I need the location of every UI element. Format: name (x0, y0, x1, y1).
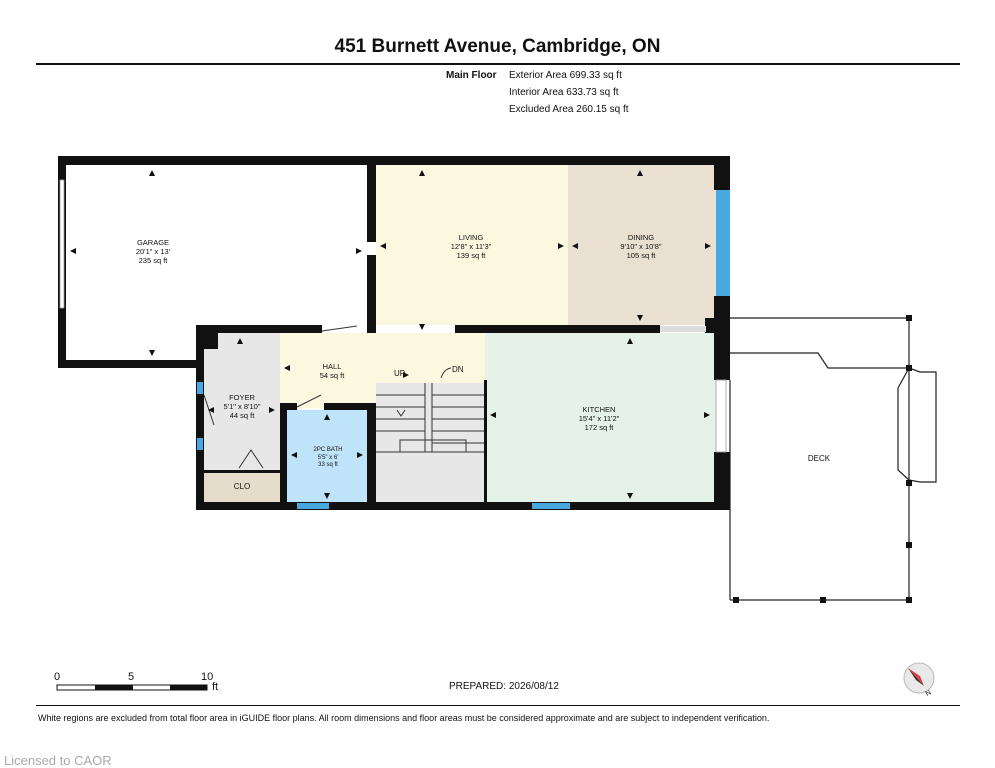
patio-door (715, 379, 727, 453)
footer-rule (36, 705, 960, 706)
hall-label: HALL 54 sq ft (310, 362, 354, 380)
garage-label: GARAGE 20'1" x 13' 235 sq ft (120, 238, 186, 265)
foyer-dims: 5'1" x 8'10" (223, 402, 261, 411)
kitchen-area: 172 sq ft (584, 423, 614, 432)
walls (58, 156, 730, 510)
stairs-up-label: UP (394, 369, 406, 378)
interior-area: Interior Area 633.73 sq ft (509, 87, 619, 98)
dining-area: 105 sq ft (626, 251, 656, 260)
hall-area: 54 sq ft (319, 371, 345, 380)
footer-note: White regions are excluded from total fl… (38, 713, 770, 723)
dining-name: DINING (627, 233, 655, 242)
license-watermark: Licensed to CAOR (4, 753, 112, 768)
bath-label: 2PC BATH 5'5" x 6' 33 sq ft (300, 447, 356, 470)
floor-label: Main Floor (446, 70, 497, 81)
deck-posts (733, 315, 912, 603)
bath-dims: 5'5" x 6' (317, 454, 339, 461)
compass-icon (903, 662, 935, 694)
foyer-area: 44 sq ft (229, 411, 255, 420)
excluded-area: Excluded Area 260.15 sq ft (509, 104, 629, 115)
bath-fill (287, 410, 367, 503)
scale-tick-10: 10 (201, 671, 214, 683)
garage-name: GARAGE (136, 238, 170, 247)
garage-dims: 20'1" x 13' (135, 247, 171, 256)
windows (197, 190, 730, 509)
scale-tick-0: 0 (54, 671, 61, 683)
exterior-area: Exterior Area 699.33 sq ft (509, 70, 622, 81)
living-dims: 12'8" x 11'3" (450, 242, 492, 251)
dimension-arrows (70, 170, 711, 499)
closet-fill (204, 473, 280, 503)
stair-treads (376, 367, 484, 453)
dining-fill (568, 165, 716, 325)
kitchen-opening (660, 326, 706, 332)
prepared-date: PREPARED: 2026/08/12 (449, 681, 559, 692)
bath-name: 2PC BATH (313, 447, 343, 453)
kitchen-name: KITCHEN (582, 405, 616, 414)
kitchen-fill (485, 333, 716, 503)
garage-area: 235 sq ft (138, 256, 168, 265)
plan-title: 451 Burnett Avenue, Cambridge, ON (334, 36, 661, 57)
closet-label: CLO (233, 482, 251, 491)
foyer-fill (204, 333, 280, 473)
garage-door (59, 179, 65, 309)
kitchen-label: KITCHEN 15'4" x 11'2" 172 sq ft (564, 405, 634, 432)
kitchen-dims: 15'4" x 11'2" (578, 414, 620, 423)
scale-bar (56, 684, 208, 691)
bath-area: 33 sq ft (318, 462, 338, 468)
living-name: LIVING (458, 233, 484, 242)
scale-tick-5: 5 (128, 671, 135, 683)
hall-name: HALL (322, 362, 342, 371)
living-area: 139 sq ft (456, 251, 486, 260)
dining-label: DINING 9'10" x 10'8" 105 sq ft (606, 233, 676, 260)
foyer-name: FOYER (229, 393, 255, 402)
stairs-down-label: DN (452, 365, 464, 374)
header-rule (36, 63, 960, 65)
living-label: LIVING 12'8" x 11'3" 139 sq ft (436, 233, 506, 260)
deck-label: DECK (807, 454, 831, 463)
dining-dims: 9'10" x 10'8" (620, 242, 662, 251)
living-fill (376, 165, 568, 325)
foyer-label: FOYER 5'1" x 8'10" 44 sq ft (214, 393, 270, 420)
scale-unit: ft (212, 681, 219, 693)
